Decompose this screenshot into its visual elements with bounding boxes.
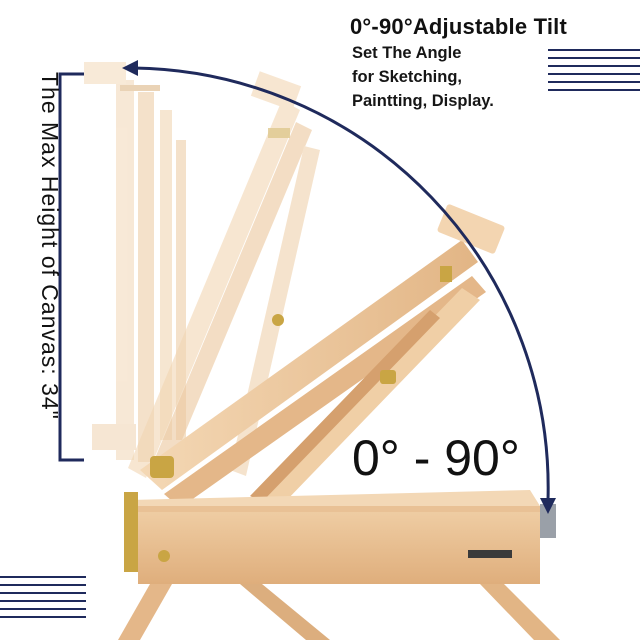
tilt-subline-1: Set The Angle <box>352 44 462 62</box>
stripe-decoration-bottom-left <box>0 576 86 618</box>
stripe-decoration-top-right <box>548 49 640 91</box>
height-bracket <box>58 72 84 462</box>
tilt-arc-arrow <box>122 60 556 514</box>
angle-range-label: 0° - 90° <box>352 430 520 486</box>
tilt-subline-2: for Sketching, <box>352 68 463 86</box>
tilt-subline-3: Paintting, Display. <box>352 92 494 110</box>
tilt-headline: 0°-90°Adjustable Tilt <box>350 14 567 39</box>
max-height-label: The Max Height of Canvas: 34" <box>37 72 63 420</box>
ghost-easel-vertical <box>84 62 186 462</box>
easel-tilted-frame <box>140 204 505 532</box>
easel-storage-box <box>124 490 556 584</box>
easel-legs <box>118 584 560 640</box>
